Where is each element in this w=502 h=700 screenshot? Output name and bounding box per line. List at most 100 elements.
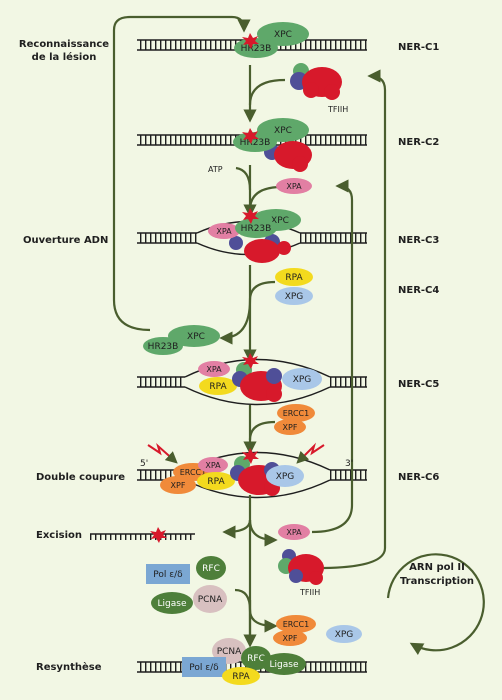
rpa-label-free-1: RPA — [285, 273, 303, 283]
rpa-blob-5 — [199, 377, 237, 395]
xpf-label-released: XPF — [283, 634, 298, 643]
label-reconnaissance: Reconnaissance — [19, 39, 109, 50]
cut-arrow-3prime — [296, 442, 325, 464]
lesion-star-1 — [242, 33, 259, 49]
ercc1-label-6: ERCC1 — [180, 468, 206, 477]
xpa-blob-released — [278, 524, 310, 540]
arrow-tfiih-join — [248, 78, 286, 106]
hr23b-label-1: HR23B — [241, 44, 272, 54]
pol-label-bound: Pol ε/δ — [189, 663, 219, 673]
xpc-label-1: XPC — [274, 30, 292, 40]
ercc1-label-released: ERCC1 — [283, 620, 309, 629]
step-ner-c2: NER-C2 — [398, 137, 439, 148]
arrow-xpa-recycle — [311, 179, 354, 534]
xpg-blob-6 — [266, 465, 304, 487]
xpc-blob-1 — [257, 22, 309, 46]
xpg-label-released: XPG — [335, 630, 354, 640]
transcription-label: Transcription — [400, 576, 474, 587]
pcna-label-bound: PCNA — [217, 647, 242, 657]
lesion-star-5 — [242, 353, 259, 369]
arrow-to-excision — [222, 519, 252, 539]
xpc-label-released: XPC — [187, 332, 205, 342]
ercc1-blob-free-1 — [277, 404, 315, 422]
xpa-blob-3 — [208, 223, 240, 239]
xpa-label-5: XPA — [206, 365, 222, 374]
pol-box-bound — [182, 657, 226, 677]
hr23b-label-3: HR23B — [241, 224, 272, 234]
xpc-label-2: XPC — [274, 126, 292, 136]
tfiih-complex-3 — [229, 234, 291, 263]
label-excision: Excision — [36, 530, 82, 541]
cut-arrow-5prime — [147, 442, 178, 464]
arrow-arn-pol-cycle — [386, 553, 485, 655]
arrow-to-release — [248, 519, 278, 547]
lesion-star-excised — [150, 527, 167, 543]
rpa-label-5: RPA — [209, 382, 227, 392]
rpa-blob-free-1 — [275, 268, 313, 286]
xpf-label-6: XPF — [171, 481, 186, 490]
xpf-blob-released — [273, 630, 307, 646]
step-ner-c5: NER-C5 — [398, 379, 439, 390]
rpa-label-6: RPA — [207, 477, 225, 487]
pol-box-free — [146, 564, 190, 584]
xpa-blob-6 — [198, 457, 228, 473]
arrow-tfiih-recycle — [317, 69, 387, 570]
xpa-blob-free-1 — [276, 178, 312, 194]
five-prime-label: 5' — [140, 459, 148, 469]
arrow-atp — [235, 166, 252, 191]
tfiih-complex-5 — [232, 362, 282, 402]
pcna-blob-free — [193, 585, 227, 613]
arrow-xpa-join — [248, 185, 283, 211]
ligase-label-free: Ligase — [158, 599, 187, 609]
lesion-star-6 — [242, 448, 259, 464]
tfiih-complex-1 — [290, 63, 342, 100]
label-ouverture-adn: Ouverture ADN — [23, 235, 108, 246]
xpa-label-released: XPA — [286, 528, 302, 537]
ligase-blob-free — [151, 592, 193, 614]
rfc-blob-free — [196, 556, 226, 580]
tfiih-label-1: TFIIH — [327, 105, 348, 114]
xpa-blob-5 — [198, 361, 230, 377]
hr23b-blob-2 — [233, 132, 277, 152]
xpg-blob-released — [326, 625, 362, 643]
xpc-label-3: XPC — [271, 216, 289, 226]
excised-fragment — [90, 533, 195, 540]
xpg-label-5: XPG — [293, 375, 312, 385]
step-ner-c6: NER-C6 — [398, 472, 439, 483]
hr23b-blob-3 — [235, 218, 277, 238]
hr23b-blob-released — [143, 337, 183, 355]
label-de-la-lesion: de la lésion — [32, 51, 97, 63]
xpa-label-free-1: XPA — [286, 182, 302, 191]
xpf-blob-6 — [160, 476, 196, 494]
arrow-ercc1-xpf-join — [248, 420, 276, 441]
ercc1-blob-released — [276, 615, 316, 633]
arrow-rpa-xpg-join — [248, 280, 276, 301]
rpa-blob-bound — [222, 667, 260, 685]
xpf-blob-free-1 — [274, 419, 306, 435]
ligase-blob-bound — [262, 653, 306, 675]
xpg-label-free-1: XPG — [285, 292, 304, 302]
xpg-blob-5 — [282, 368, 322, 390]
ligase-label-bound: Ligase — [270, 660, 299, 670]
rfc-label-bound: RFC — [247, 654, 265, 664]
xpg-label-6: XPG — [276, 472, 295, 482]
step-ner-c3: NER-C3 — [398, 235, 439, 246]
arn-pol-label: ARN pol II — [409, 562, 465, 573]
xpf-label-free-1: XPF — [283, 423, 298, 432]
xpg-blob-free-1 — [275, 287, 313, 305]
rfc-label-free: RFC — [202, 564, 220, 574]
pol-label-free: Pol ε/δ — [153, 570, 183, 580]
ercc1-label-free-1: ERCC1 — [283, 409, 309, 418]
xpc-blob-released — [168, 325, 220, 347]
rpa-blob-6 — [197, 472, 235, 490]
lesion-star-3 — [242, 208, 259, 224]
label-double-coupure: Double coupure — [36, 472, 125, 483]
arrow-ercc1-release — [248, 609, 278, 633]
arrow-xpc-release — [219, 299, 252, 345]
rpa-label-bound: RPA — [232, 672, 250, 682]
pcna-label-free: PCNA — [198, 595, 223, 605]
three-prime-label: 3' — [345, 459, 353, 469]
tfiih-label-released: TFIIH — [299, 588, 320, 597]
tfiih-complex-released — [278, 549, 324, 585]
